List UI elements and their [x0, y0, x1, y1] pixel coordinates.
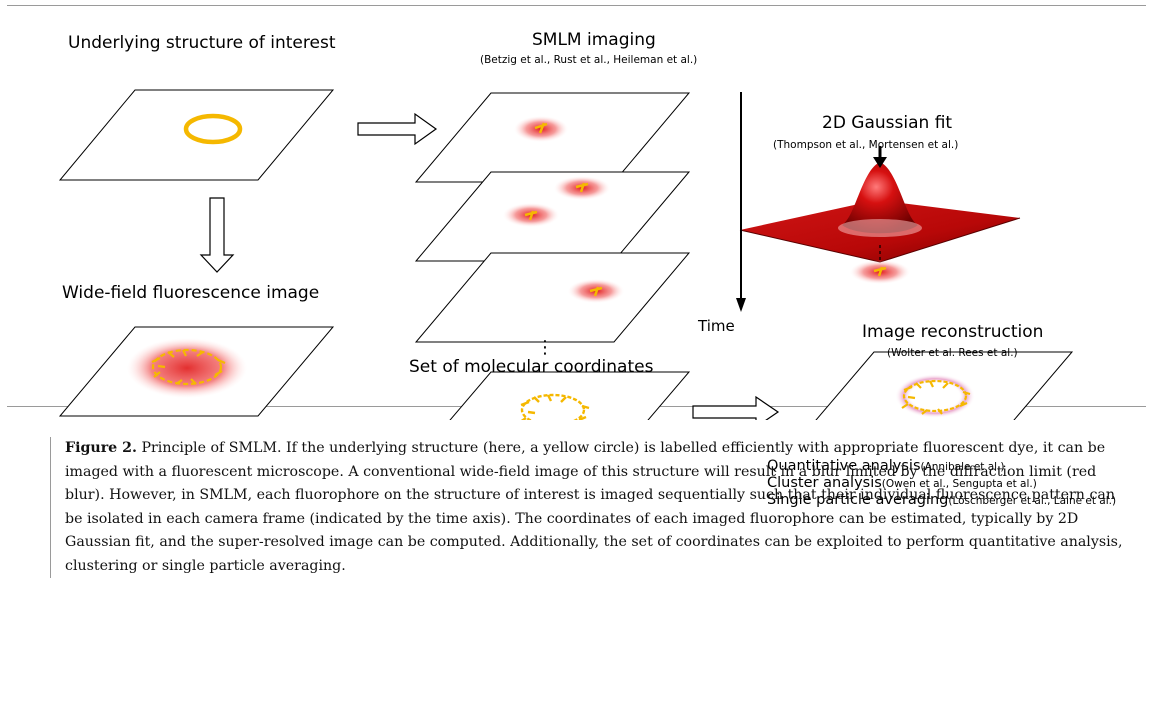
gaussian-mark [873, 266, 887, 277]
analysis-list: Quantitative analysis(Annibale et al.) C… [767, 458, 1116, 509]
widefield-crosses [151, 348, 226, 386]
caption-text: Principle of SMLM. If the underlying str… [65, 440, 1123, 574]
caption-label: Figure 2. [65, 440, 137, 456]
label-time: Time [698, 317, 735, 335]
emitter-mark-3 [589, 286, 603, 297]
time-arrowhead [736, 298, 746, 312]
gaussian-arrowhead [873, 157, 887, 168]
analysis-quantitative: Quantitative analysis(Annibale et al.) [767, 458, 1005, 474]
hollow-arrows [199, 112, 780, 420]
analysis-averaging: Single particle averaging(Löschberger et… [767, 492, 1117, 508]
label-smlm-ref: (Betzig et al., Rust et al., Heileman et… [480, 54, 698, 66]
plane-frame-3 [414, 252, 691, 343]
widefield-blur [127, 338, 247, 398]
label-widefield: Wide-field fluorescence image [62, 283, 320, 303]
label-gauss-ref: (Thompson et al., Mortensen et al.) [773, 139, 959, 151]
plane-coordinates [449, 371, 691, 420]
label-coordinates: Set of molecular coordinates [409, 357, 654, 377]
label-smlm-title: SMLM imaging [532, 30, 656, 50]
yellow-ring [183, 113, 243, 145]
emitter-mark-2b [524, 210, 538, 221]
label-gauss-title: 2D Gaussian fit [822, 113, 953, 133]
label-recon-title: Image reconstruction [862, 322, 1044, 342]
emitter-mark-2a [575, 182, 589, 193]
reconstruction-ring [901, 379, 971, 415]
smlm-diagram [58, 89, 1074, 420]
gaussian-surface [739, 162, 1021, 263]
coordinate-ring [520, 393, 590, 420]
label-underlying: Underlying structure of interest [68, 33, 336, 53]
continuation-dots: ⋮ [536, 337, 554, 358]
analysis-cluster: Cluster analysis(Owen et al., Sengupta e… [767, 475, 1037, 491]
emitter-mark-1 [534, 122, 548, 134]
label-recon-ref: (Wolter et al. Rees et al.) [887, 347, 1018, 359]
figure-caption: Figure 2. Principle of SMLM. If the unde… [50, 437, 1125, 578]
plane-underlying [58, 89, 335, 181]
